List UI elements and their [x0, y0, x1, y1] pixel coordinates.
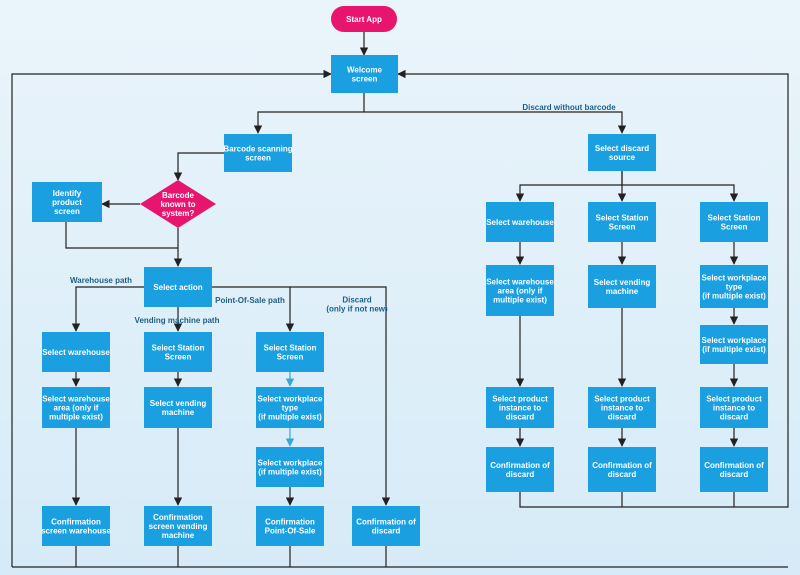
label-pos-path: Point-Of-Sale path [215, 296, 285, 305]
edge-labels: Discard without barcode Warehouse path P… [70, 103, 616, 325]
vending-machine-box [144, 387, 212, 428]
edge-barcode-decision [173, 152, 224, 181]
workplace-label: Select workplace(if multiple exist) [258, 459, 323, 477]
right-select-station-1-box [588, 202, 656, 242]
right-warehouse-area-box [486, 265, 554, 316]
confirmation-discard-box [352, 506, 420, 546]
right-product-3-box [700, 387, 768, 428]
right-workplace-label: Select workplace(if multiple exist) [702, 336, 767, 354]
select-action-label: Select action [153, 283, 202, 292]
label-vending-path: Vending machine path [135, 316, 220, 325]
label-discard-without-barcode: Discard without barcode [522, 103, 616, 112]
workplace-box [256, 447, 324, 487]
edge-identify-action [65, 222, 178, 249]
confirmation-pos-box [256, 506, 324, 546]
confirmation-vending-box [144, 506, 212, 546]
start-terminal-label: Start App [346, 15, 382, 24]
confirmation-warehouse-box [42, 506, 110, 546]
identify-product-box [32, 182, 102, 222]
select-station-pos-box [256, 332, 324, 372]
barcode-scanning-box [224, 134, 292, 172]
right-confirmation-3-box [700, 447, 768, 492]
label-warehouse-path: Warehouse path [70, 276, 132, 285]
start-terminal [331, 6, 397, 32]
edge-welcome-barcode [253, 93, 365, 134]
right-select-warehouse-label: Select warehouse [486, 218, 554, 227]
right-select-warehouse-box [486, 202, 554, 242]
select-station-vending-box [144, 332, 212, 372]
select-warehouse-box [42, 332, 110, 372]
right-vending-box [588, 265, 656, 308]
welcome-screen-box [331, 55, 398, 93]
edge-action-pos [212, 286, 295, 332]
right-select-station-2-box [700, 202, 768, 242]
edge-left-loop [11, 69, 332, 567]
discard-source-box [588, 134, 656, 171]
connectors [11, 32, 789, 568]
barcode-known-decision [140, 180, 216, 228]
right-workplace-type-box [700, 265, 768, 308]
warehouse-area-box [42, 387, 110, 428]
right-confirmation-2-box [588, 447, 656, 492]
right-product-2-box [588, 387, 656, 428]
select-action-box [144, 267, 212, 307]
right-confirmation-1-box [486, 447, 554, 492]
edge-action-discard [290, 286, 391, 506]
edge-action-warehouse [71, 286, 144, 332]
edge-right-loop [397, 69, 789, 508]
edge-welcome-discard [364, 111, 627, 134]
right-workplace-box [700, 325, 768, 364]
edge-discard-rwh [515, 171, 623, 202]
right-product-1-box [486, 387, 554, 428]
edge-discard-rst2 [622, 184, 739, 202]
workplace-type-box [256, 387, 324, 428]
label-discard-not-new: Discard(only if not new) [326, 296, 388, 314]
select-warehouse-label: Select warehouse [42, 348, 110, 357]
